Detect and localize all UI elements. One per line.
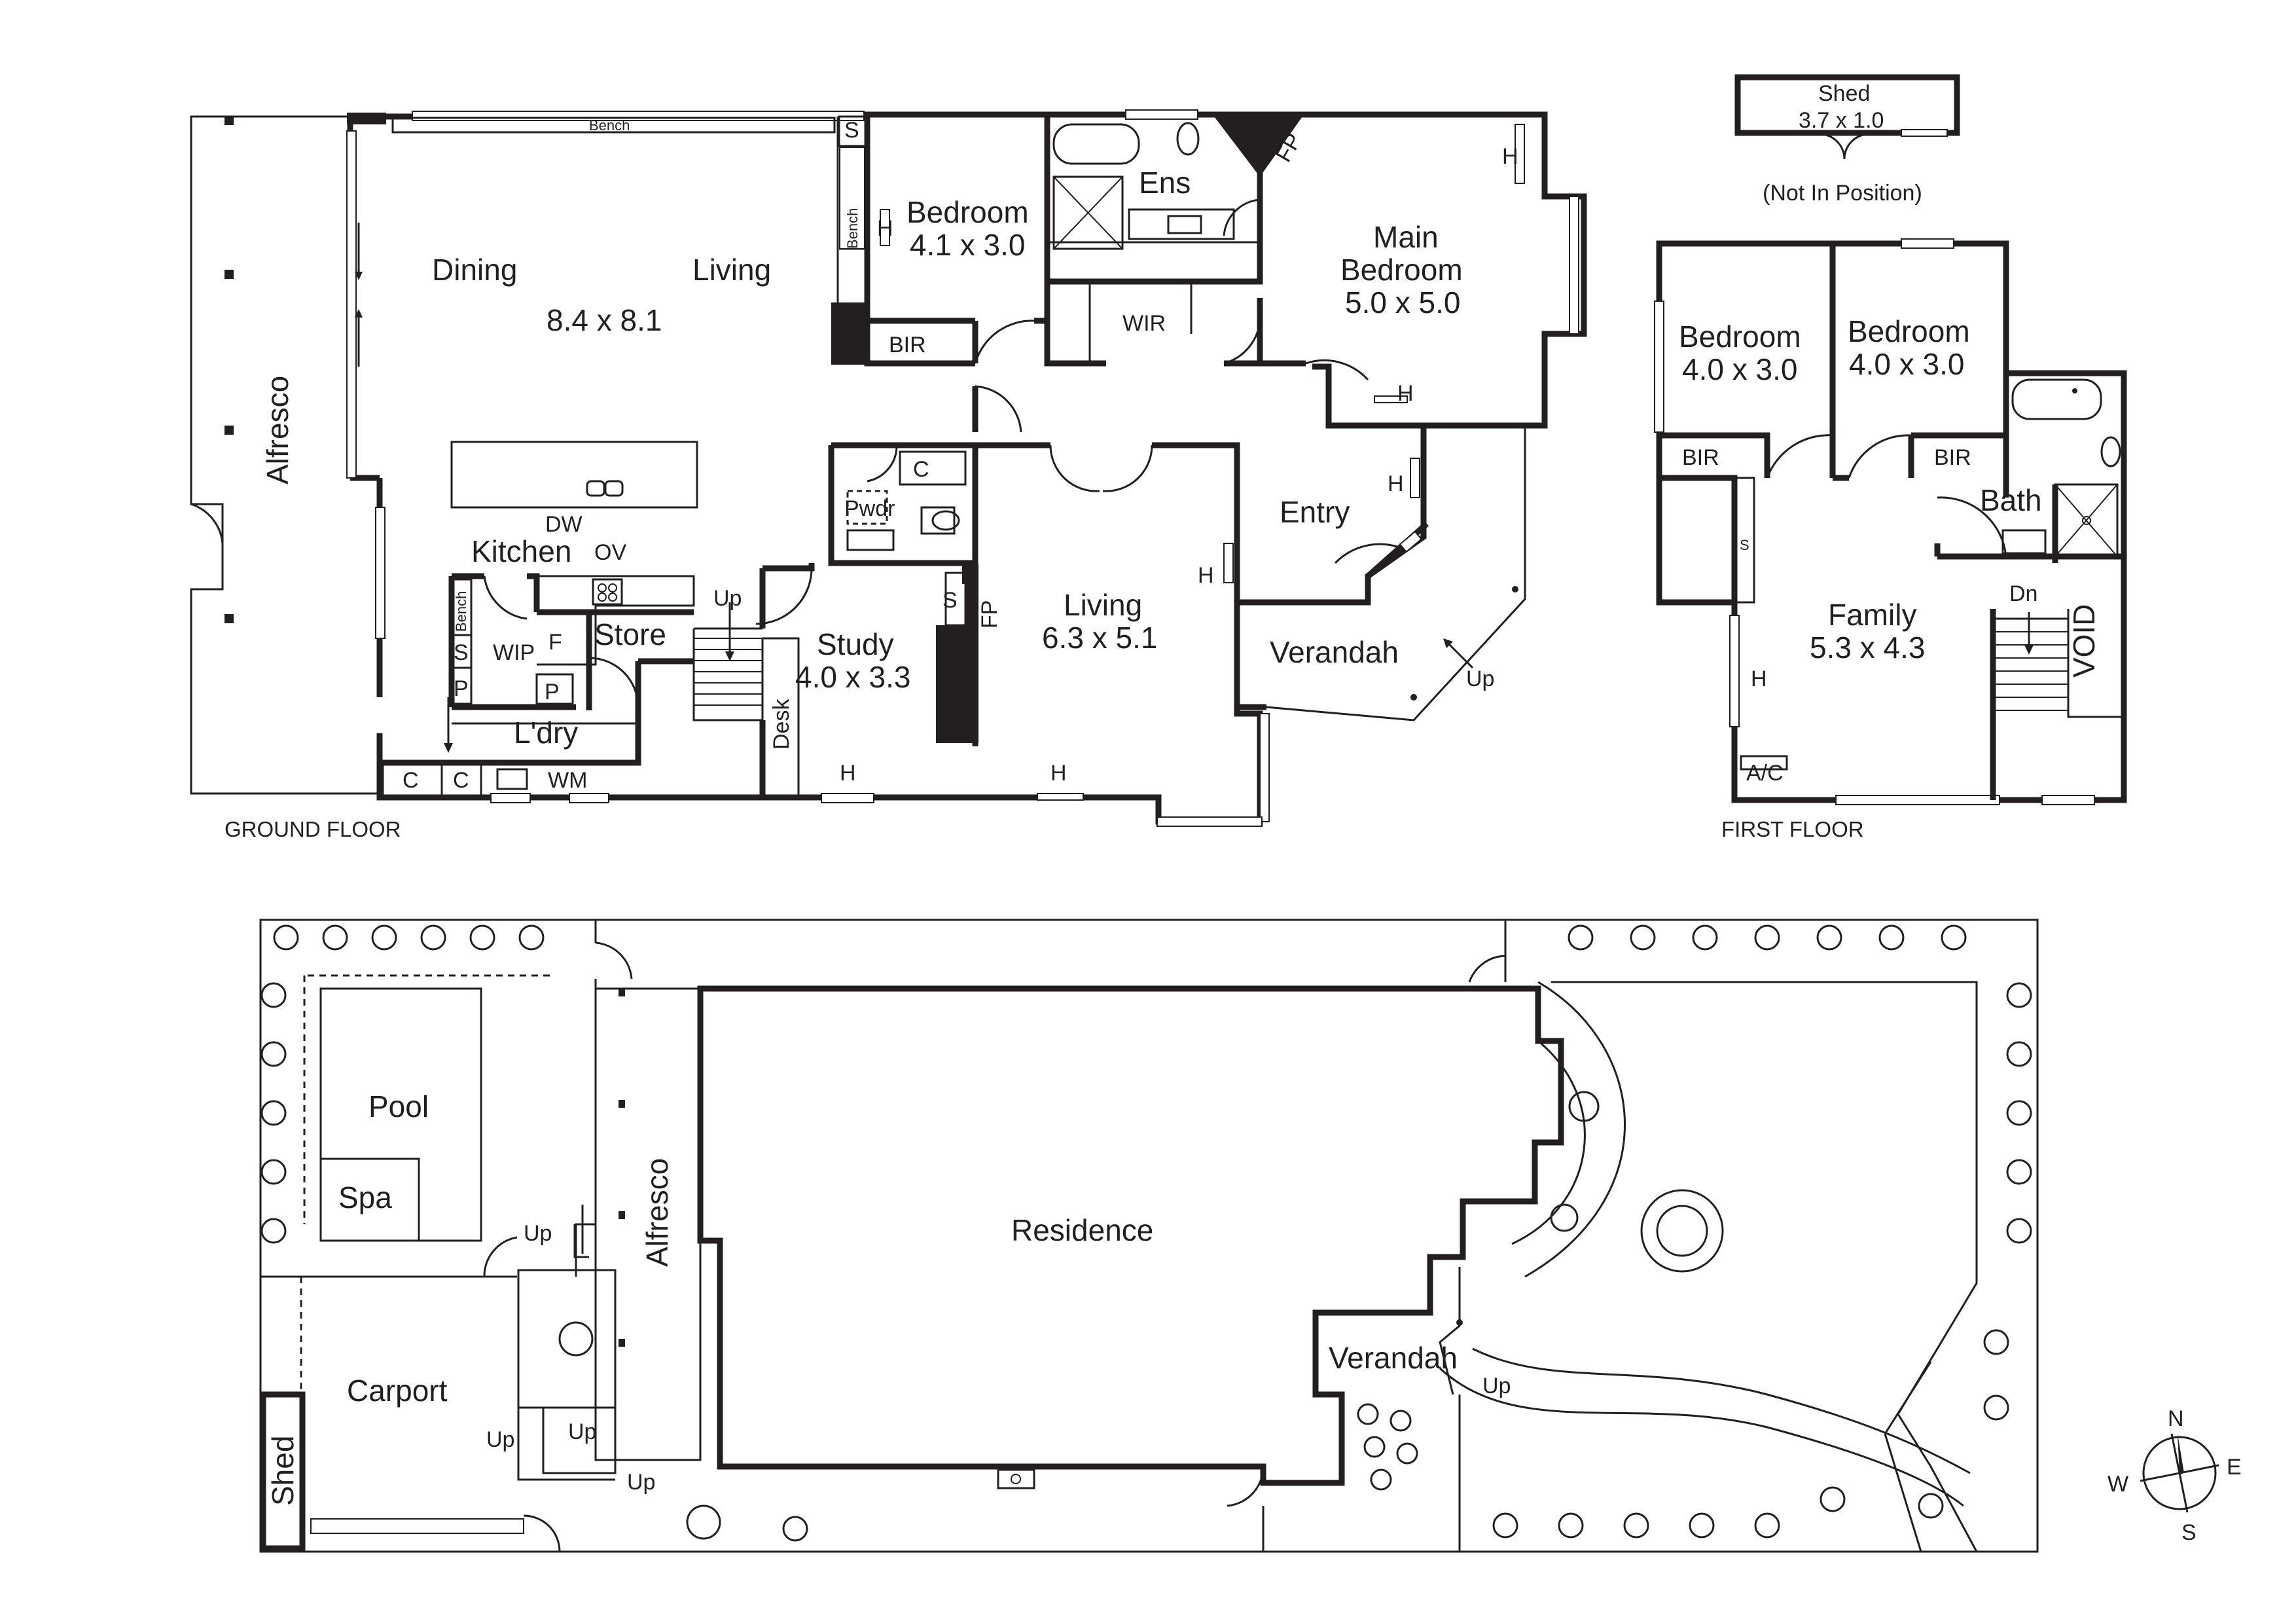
bir-b-label: BIR bbox=[1934, 445, 1971, 470]
study-dimension: 4.0 x 3.3 bbox=[795, 660, 910, 694]
bedroom-b-label: Bedroom bbox=[1848, 314, 1970, 348]
c-pwdr-label: C bbox=[913, 457, 929, 482]
dw-label: DW bbox=[545, 512, 583, 537]
h-study: H bbox=[840, 761, 856, 786]
shed-not-in-position: (Not In Position) bbox=[1763, 181, 1922, 206]
living2-label: Living bbox=[1064, 588, 1142, 622]
bedroom-dimension: 4.1 x 3.0 bbox=[910, 228, 1025, 262]
spa-label: Spa bbox=[338, 1180, 392, 1214]
alfresco-label: Alfresco bbox=[260, 376, 295, 484]
ground-floor-caption: GROUND FLOOR bbox=[224, 817, 401, 841]
wir-label: WIR bbox=[1122, 311, 1166, 336]
first-floor: Shed 3.7 x 1.0 (Not In Position) bbox=[1654, 74, 2127, 841]
bedroom-a-label: Bedroom bbox=[1679, 319, 1801, 354]
s-label-top: S bbox=[844, 118, 859, 143]
c-laundry-2: C bbox=[453, 768, 469, 793]
first-floor-caption: FIRST FLOOR bbox=[1721, 817, 1864, 841]
wm-label: WM bbox=[548, 768, 587, 793]
bedroom-a-dimension: 4.0 x 3.0 bbox=[1682, 352, 1797, 386]
shed-dimension: 3.7 x 1.0 bbox=[1799, 108, 1884, 133]
site-verandah-label: Verandah bbox=[1329, 1341, 1458, 1375]
site-up-label-1: Up bbox=[524, 1221, 552, 1246]
desk-label: Desk bbox=[769, 699, 794, 750]
fp-label-2: FP bbox=[977, 600, 1002, 629]
site-up-label-4: Up bbox=[627, 1470, 655, 1495]
bath-label: Bath bbox=[1980, 483, 2042, 517]
main-bedroom-label-2: Bedroom bbox=[1340, 253, 1463, 287]
bir-a-label: BIR bbox=[1682, 445, 1719, 470]
carport-label: Carport bbox=[347, 1374, 448, 1408]
pool-label: Pool bbox=[368, 1089, 429, 1123]
family-label: Family bbox=[1828, 598, 1916, 632]
site-alfresco-label: Alfresco bbox=[640, 1158, 674, 1267]
h-bedroom: H bbox=[877, 216, 893, 241]
h-living2: H bbox=[1198, 563, 1214, 588]
compass-s: S bbox=[2181, 1520, 2197, 1545]
compass: N E S W bbox=[2108, 1406, 2242, 1545]
compass-w: W bbox=[2108, 1472, 2128, 1497]
kitchen-label: Kitchen bbox=[471, 534, 571, 568]
site-plan: Pool Spa Carport Shed Alfresco Residence… bbox=[259, 919, 2039, 1553]
bench-label-side: Bench bbox=[844, 208, 861, 249]
site-up-label-2: Up bbox=[486, 1427, 514, 1452]
c-laundry-1: C bbox=[403, 768, 419, 793]
site-trees bbox=[260, 924, 2032, 1542]
h-main-bedroom: H bbox=[1502, 144, 1518, 169]
living2-dimension: 6.3 x 5.1 bbox=[1042, 621, 1157, 655]
dn-label: Dn bbox=[2009, 581, 2037, 606]
entry-label: Entry bbox=[1280, 495, 1350, 529]
ov-label: OV bbox=[594, 540, 626, 565]
p-wip-1: P bbox=[454, 676, 469, 701]
verandah-label: Verandah bbox=[1270, 635, 1399, 669]
main-bedroom-dimension: 5.0 x 5.0 bbox=[1345, 285, 1460, 319]
residence-label: Residence bbox=[1011, 1213, 1153, 1247]
bedroom-b-dimension: 4.0 x 3.0 bbox=[1849, 347, 1964, 381]
site-shed-label: Shed bbox=[266, 1436, 300, 1506]
bench-label-top: Bench bbox=[589, 117, 630, 134]
verandah-up-label: Up bbox=[1466, 666, 1494, 691]
family-dimension: 5.3 x 4.3 bbox=[1810, 630, 1925, 665]
h-entry: H bbox=[1388, 471, 1404, 496]
f-label: F bbox=[548, 630, 562, 655]
bench-label-wip: Bench bbox=[453, 591, 469, 632]
study-label: Study bbox=[817, 627, 894, 661]
s-study: S bbox=[942, 588, 958, 613]
shed-label: Shed bbox=[1818, 81, 1870, 106]
dining-label: Dining bbox=[432, 253, 517, 287]
pwdr-label: Pwdr bbox=[844, 496, 895, 521]
bir-label: BIR bbox=[889, 333, 926, 357]
dining-living-dimension: 8.4 x 8.1 bbox=[547, 303, 662, 337]
laundry-label: L'dry bbox=[514, 716, 578, 750]
site-up-label-3: Up bbox=[568, 1419, 596, 1444]
ground-floor: GROUND FLOOR Dining Living 8.4 x 8.1 Ben… bbox=[190, 109, 1587, 841]
pool-hedge bbox=[303, 974, 553, 1224]
stair-up-label: Up bbox=[713, 586, 742, 611]
ac-label: A/C bbox=[1746, 761, 1784, 786]
ens-label: Ens bbox=[1139, 166, 1191, 200]
compass-n: N bbox=[2168, 1406, 2184, 1431]
h-hall: H bbox=[1397, 381, 1414, 406]
s-wip: S bbox=[454, 640, 469, 665]
bedroom-label: Bedroom bbox=[906, 195, 1029, 229]
wip-label: WIP bbox=[493, 640, 535, 665]
main-bedroom-label-1: Main bbox=[1373, 220, 1439, 254]
store-label: Store bbox=[594, 617, 666, 651]
p-wip-2: P bbox=[545, 680, 560, 704]
h-living2-bottom: H bbox=[1050, 761, 1067, 786]
h-family: H bbox=[1751, 666, 1767, 691]
void-label: VOID bbox=[2067, 604, 2101, 678]
s-first-floor: S bbox=[1740, 537, 1749, 553]
compass-e: E bbox=[2227, 1455, 2242, 1480]
living-label: Living bbox=[692, 253, 771, 287]
site-verandah-up-label: Up bbox=[1482, 1374, 1511, 1398]
